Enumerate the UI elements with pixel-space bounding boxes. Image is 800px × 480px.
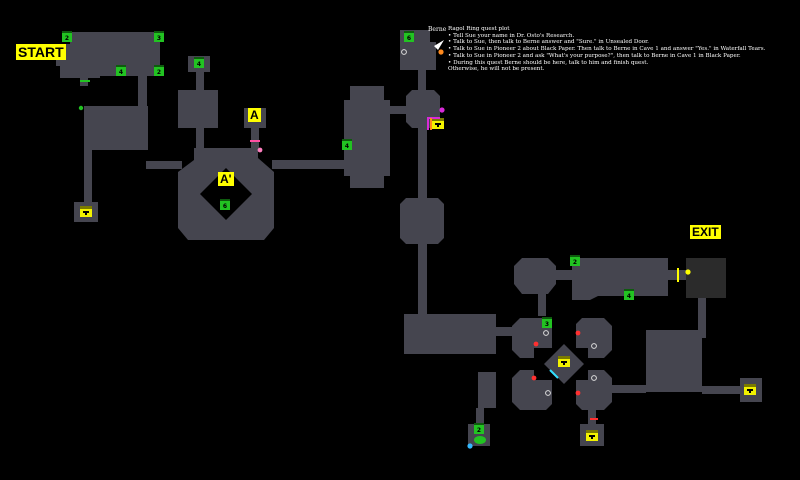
room-start: [56, 32, 160, 78]
door-marker: [549, 369, 559, 379]
room-west-small: [178, 90, 218, 128]
svg-text:2: 2: [65, 35, 69, 42]
switch-marker: [685, 269, 691, 275]
room-cross-sw: [512, 370, 552, 410]
switch-marker: [78, 105, 84, 111]
quest-step: • During this quest Berne should be here…: [448, 59, 649, 66]
enemy-spawn-icon: 6: [404, 31, 414, 42]
room-cross-se: [576, 370, 612, 410]
quest-step: • Tell Sue your name in Dr. Osto's Resea…: [448, 32, 575, 39]
enemy-spawn-icon: 4: [194, 57, 204, 68]
item-box-icon: [432, 118, 444, 129]
quest-step: • Talk to Sue in Pioneer 2 and ask "What…: [448, 52, 741, 59]
door-marker: [427, 117, 440, 130]
svg-text:4: 4: [119, 69, 123, 76]
enemy-spawn-icon: 2: [474, 423, 484, 434]
room-exit: [686, 258, 726, 298]
switch-marker: [467, 443, 473, 449]
svg-text:2: 2: [157, 69, 161, 76]
switch-marker: [401, 49, 407, 55]
switch-marker: [591, 375, 597, 381]
npc-berne-icon: [434, 40, 444, 50]
svg-text:2: 2: [477, 427, 481, 434]
room-east-block: [646, 330, 702, 392]
enemy-spawn-icon: 6: [220, 199, 230, 210]
room-west-hall: [84, 106, 148, 150]
item-box-icon: [586, 430, 598, 441]
switch-marker: [591, 343, 597, 349]
switch-marker: [439, 107, 445, 113]
enemy-spawn-icon: 3: [542, 317, 552, 328]
switch-marker: [543, 330, 549, 336]
switch-marker: [531, 375, 537, 381]
switch-marker: [438, 49, 444, 55]
door-marker: [430, 118, 432, 130]
door-marker: [80, 80, 90, 82]
room-south-west-hall: [404, 314, 496, 354]
item-boxes: [80, 118, 756, 441]
door-marker: [677, 268, 679, 282]
npc-name-label: Berne: [428, 26, 447, 33]
room-octagon-a-prime: [178, 148, 274, 240]
rooms: [56, 30, 762, 446]
markers: [78, 40, 691, 449]
svg-text:6: 6: [223, 203, 227, 210]
svg-text:6: 6: [407, 35, 411, 42]
switch-marker: [545, 390, 551, 396]
switch-marker: [533, 341, 539, 347]
svg-text:4: 4: [345, 143, 349, 150]
room-ne-corner: [514, 258, 556, 294]
enemy-spawn-icon: 4: [624, 289, 634, 300]
door-marker: [250, 140, 260, 142]
quest-step: • Talk to Sue in Pioneer 2 about Black P…: [448, 46, 766, 53]
switch-marker: [575, 390, 581, 396]
enemy-spawn-icon: 2: [570, 255, 580, 266]
svg-text:3: 3: [545, 321, 549, 328]
room-long-north: [572, 258, 668, 300]
quest-notes: Ragol Ring quest plot • Tell Sue your na…: [448, 26, 765, 73]
quest-step: Otherwise, he will not be present.: [448, 66, 545, 73]
svg-text:4: 4: [627, 293, 631, 300]
item-box-icon: [558, 356, 570, 367]
enemy-spawn-icon: 4: [116, 65, 126, 76]
room-cross-ne: [576, 318, 612, 358]
room-west-lower: [478, 372, 496, 408]
room-east-hall: [344, 86, 390, 188]
svg-text:3: 3: [157, 35, 161, 42]
area-a-prime-label: A': [218, 172, 234, 186]
area-a-label: A: [248, 108, 261, 122]
quest-title: Ragol Ring quest plot: [448, 26, 510, 32]
corridors: [80, 58, 742, 426]
switch-marker: [257, 147, 263, 153]
start-label: START: [16, 44, 66, 60]
enemy-spawns: 2 3 4 2 4 4 6 6 2 4 3 2: [62, 31, 634, 434]
item-box-icon: [744, 384, 756, 395]
enemy-spawn-icon: 4: [342, 139, 352, 150]
enemy-spawn-icon: 2: [62, 31, 72, 42]
quest-step: • Talk to Sue, then talk to Berne answer…: [448, 39, 649, 46]
door-marker: [590, 418, 598, 420]
item-box-icon: [80, 206, 92, 217]
exit-label: EXIT: [690, 225, 721, 239]
svg-text:4: 4: [197, 61, 201, 68]
teleporter-icon: [474, 436, 486, 444]
switch-marker: [575, 330, 581, 336]
svg-text:2: 2: [573, 259, 577, 266]
enemy-spawn-icon: 2: [154, 65, 164, 76]
room-pillar-mid: [400, 198, 444, 244]
enemy-spawn-icon: 3: [154, 31, 164, 42]
